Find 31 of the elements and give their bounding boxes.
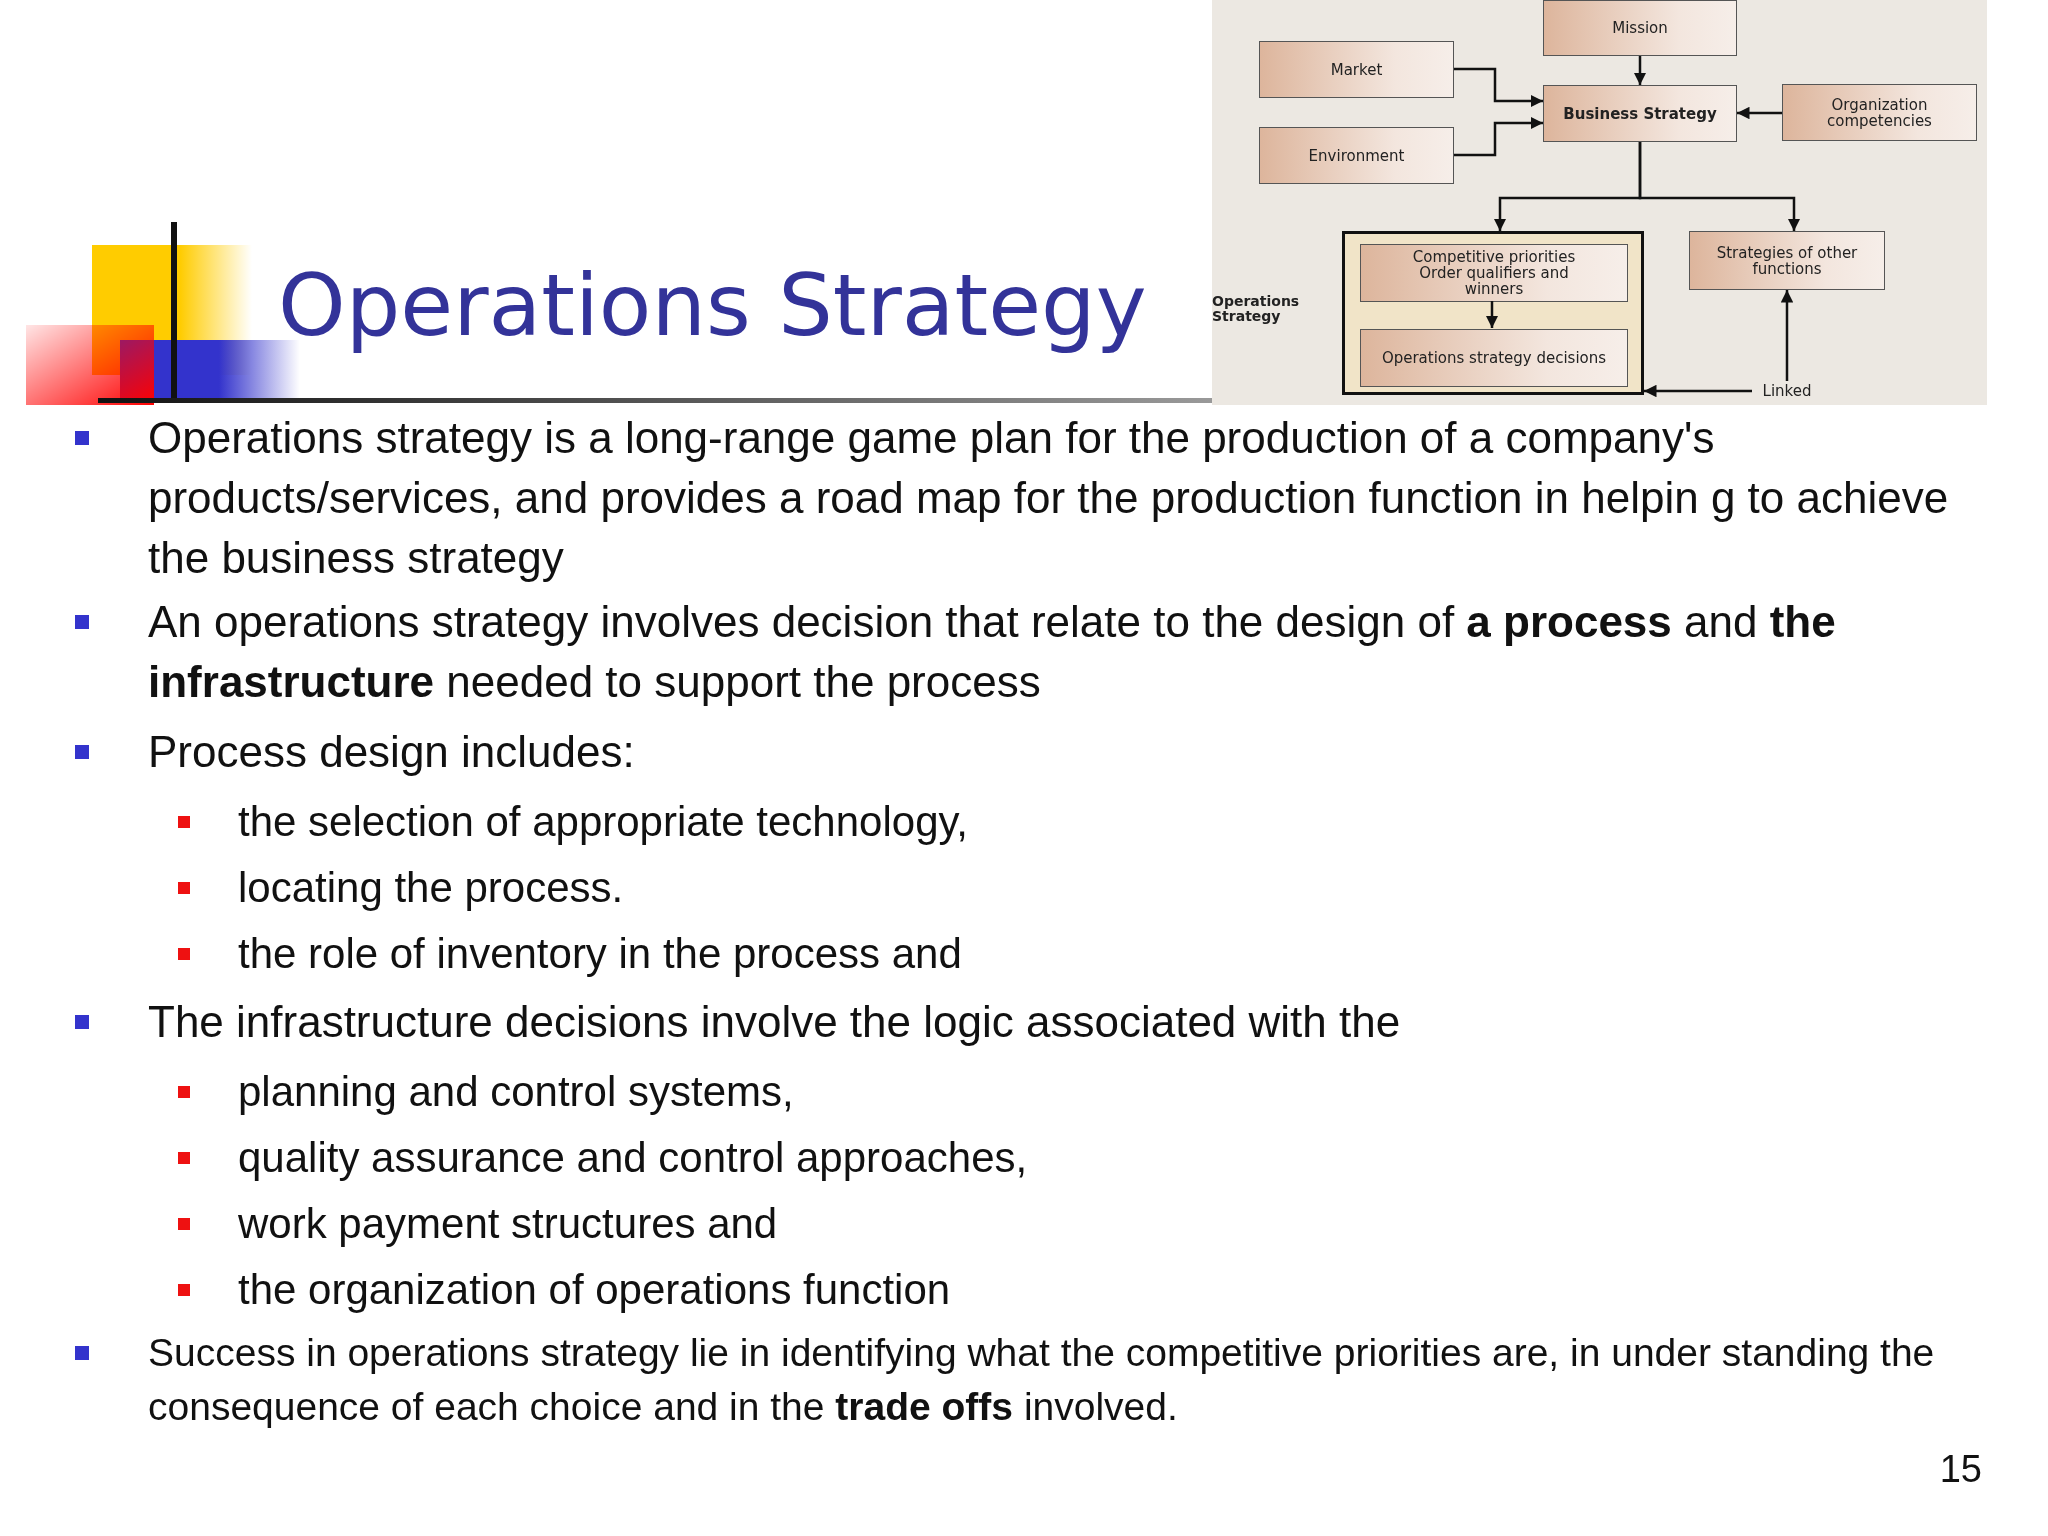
slide-number: 15 [1939,1448,1982,1491]
sub-bullet-text: the role of inventory in the process and [238,929,963,979]
process-box: Strategies of other functions [1689,231,1885,290]
sub-bullet-text: the selection of appropriate technology, [238,797,970,847]
arrow [1644,384,1752,398]
process-box: Market [1259,41,1454,98]
process-box: Business Strategy [1543,85,1737,142]
edge-label: Linked [1752,381,1822,401]
arrow [1485,301,1499,328]
sub-bullet-text: locating the process. [238,863,625,913]
arrow [1780,290,1794,381]
slide-title: Operations Strategy [278,254,1147,357]
process-box: Organization competencies [1782,84,1977,141]
process-box: Mission [1543,0,1737,56]
bullet-text: Process design includes: [148,726,636,778]
process-box: Environment [1259,127,1454,184]
bullet-text: Success in operations strategy lie in identifying what the competitive priorities are, in under standing the consequence of each choice and in the trade offs involved. [148,1330,1936,1430]
arrow [1737,106,1782,120]
sub-bullet-text: quality assurance and control approaches, [238,1133,1029,1183]
sub-bullet-text: the organization of operations function [238,1265,952,1315]
group-heading: Operations Strategy [1212,294,1301,324]
arrow [1638,142,1801,231]
sub-bullet-text: work payment structures and [238,1199,779,1249]
bullet-text: The infrastructure decisions involve the logic associated with the [148,996,1402,1048]
arrow [1633,56,1647,85]
arrow [1454,67,1543,108]
sub-bullet-text: planning and control systems, [238,1067,795,1117]
process-box: Operations strategy decisions [1360,329,1628,387]
bullet-text: An operations strategy involves decision that relate to the design of a process and the infrastructure needed to support the process [148,596,1837,708]
process-box: Competitive priorities Order qualifiers and winners [1360,244,1628,302]
arrow [1454,116,1543,157]
